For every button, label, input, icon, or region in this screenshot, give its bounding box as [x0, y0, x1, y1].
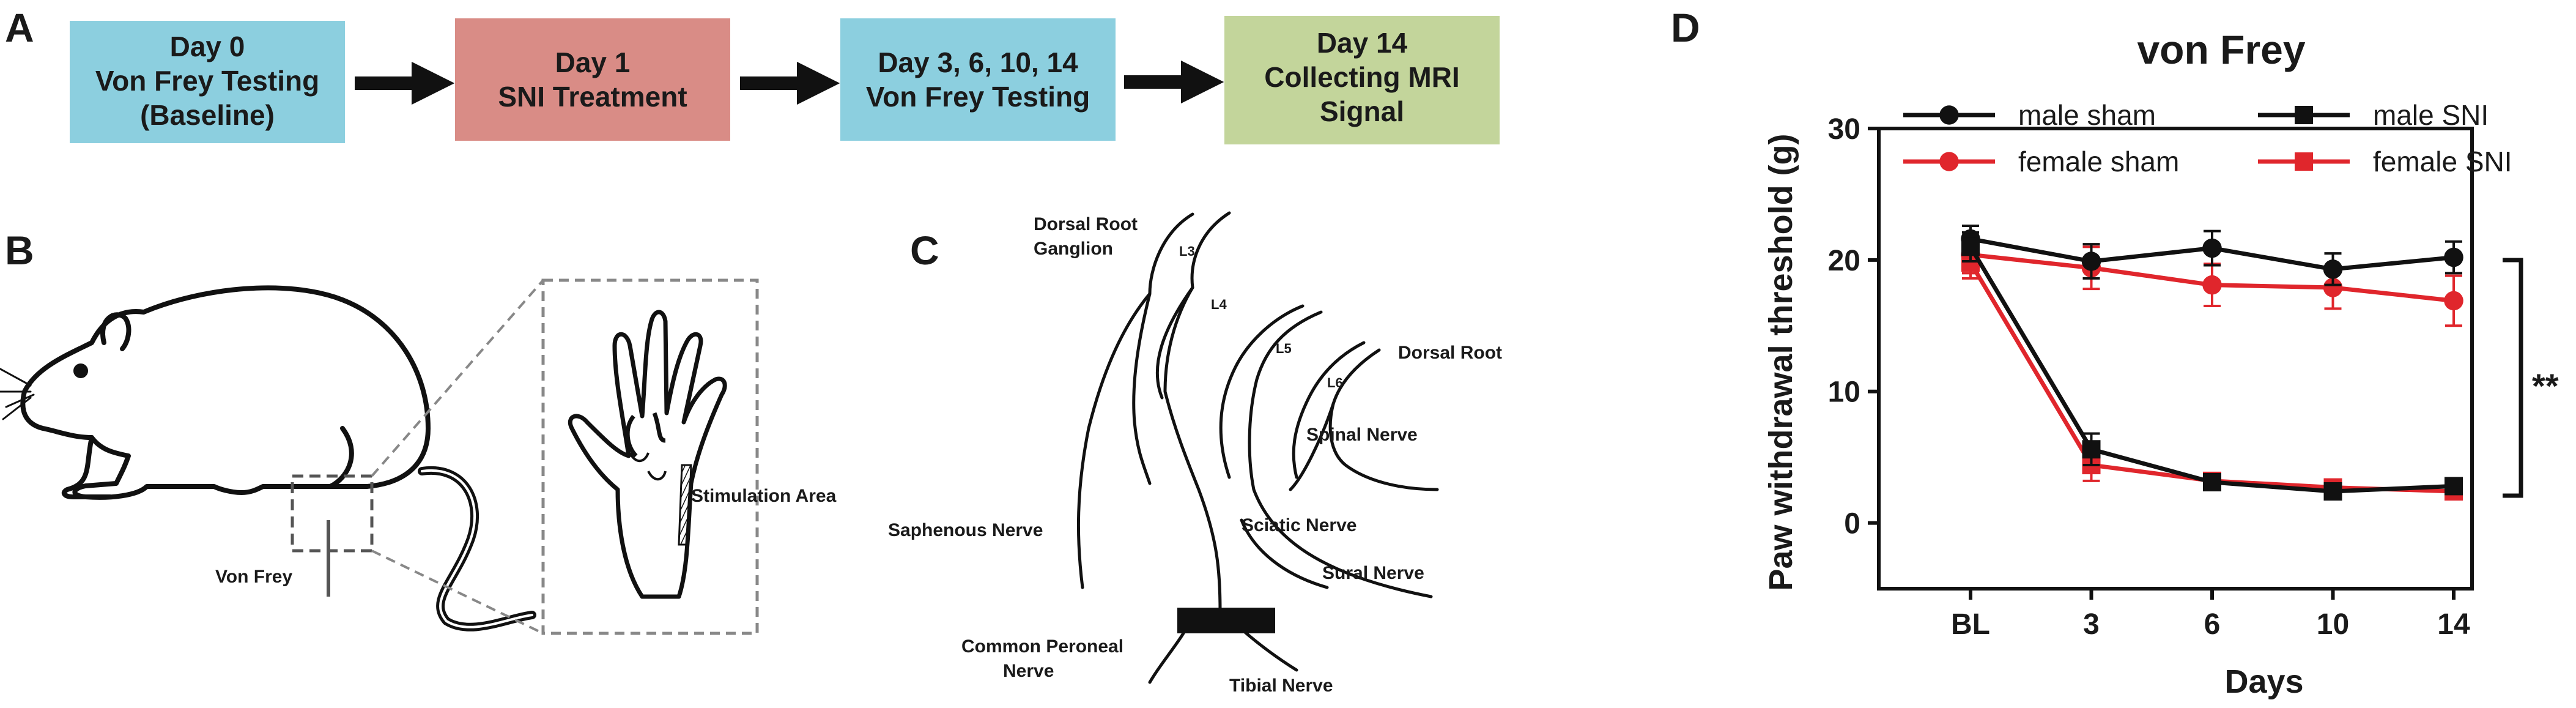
y-tick-label: 0	[1844, 508, 1860, 540]
x-axis-label: Days	[2224, 663, 2303, 700]
common-peroneal-nerve-label: Common Peroneal	[961, 636, 1123, 657]
legend-label: female sham	[2018, 146, 2179, 177]
timeline-step-line: Day 14	[1317, 27, 1408, 59]
von-frey-label: Von Frey	[215, 567, 292, 587]
spinal-nerve-label: Spinal Nerve	[1306, 425, 1418, 445]
data-point	[2444, 247, 2463, 267]
significance-bracket	[2503, 258, 2523, 498]
sciatic-nerve-label: Sciatic Nerve	[1242, 515, 1356, 535]
vertebra-label: L4	[1211, 297, 1227, 312]
paw-detail-box	[541, 278, 759, 635]
stimulation-area-label: Stimulation Area	[691, 486, 837, 506]
data-point	[2444, 291, 2463, 311]
timeline-step-box	[1224, 16, 1500, 144]
plot-frame	[1877, 127, 2474, 591]
legend-marker	[2295, 152, 2313, 171]
timeline-step-day0: Day 0 Von Frey Testing (Baseline)	[70, 21, 345, 143]
data-point	[2082, 440, 2101, 459]
timeline-step-line: Day 1	[555, 47, 631, 78]
vertebra-label: L6	[1327, 375, 1343, 390]
data-point	[2203, 472, 2221, 491]
data-point	[2445, 477, 2463, 496]
timeline-step-line: Signal	[1320, 95, 1404, 127]
data-point	[2323, 482, 2342, 501]
vertebra-label: L5	[1276, 341, 1292, 356]
timeline-step-line: SNI Treatment	[498, 81, 687, 113]
dorsal-root-ganglion-label: Ganglion	[1034, 239, 1113, 259]
y-tick-label: 30	[1828, 113, 1860, 146]
dorsal-root-label: Dorsal Root	[1398, 343, 1502, 363]
legend-entry: male sham	[1903, 99, 2156, 131]
timeline-step-box	[840, 18, 1116, 141]
x-tick-label: 14	[2437, 608, 2470, 641]
vertebra-label: L3	[1179, 244, 1195, 259]
tibial-nerve-label: Tibial Nerve	[1229, 676, 1333, 696]
rat-illustration	[0, 285, 536, 632]
timeline-step-box	[455, 18, 730, 141]
timeline-step-line: Collecting MRI	[1264, 61, 1459, 93]
timeline-step-day3-14: Day 3, 6, 10, 14 Von Frey Testing	[840, 18, 1116, 141]
x-tick-label: 6	[2204, 608, 2221, 641]
timeline-step-box	[70, 21, 345, 143]
timeline-step-day14: Day 14 Collecting MRI Signal	[1224, 16, 1500, 144]
legend-entry: male SNI	[2258, 99, 2489, 131]
y-axis-label: Paw withdrawal threshold (g)	[1763, 133, 1799, 591]
significance-label: **	[2532, 367, 2559, 405]
paw-illustration	[568, 310, 727, 599]
timeline-step-line: Von Frey Testing	[95, 65, 319, 97]
legend-marker	[1939, 105, 1959, 125]
legend-label: male sham	[2018, 99, 2156, 131]
zoom-connector	[371, 279, 544, 477]
chart-title: von Frey	[2137, 27, 2305, 72]
ligation-bar	[1177, 608, 1275, 633]
legend-entry: female SNI	[2258, 146, 2512, 177]
y-tick-label: 20	[1828, 245, 1860, 277]
x-tick-label: 3	[2083, 608, 2100, 641]
data-point	[2323, 259, 2343, 279]
x-tick-label: 10	[2317, 608, 2349, 641]
stimulation-area-patch	[678, 464, 692, 546]
panel-letter-c: C	[910, 228, 939, 273]
timeline-step-line: Von Frey Testing	[866, 81, 1090, 113]
saphenous-nerve-label: Saphenous Nerve	[888, 520, 1043, 540]
legend-marker	[2295, 106, 2313, 124]
panel-letter-a: A	[5, 5, 34, 50]
data-point	[2081, 252, 2101, 271]
data-point	[2202, 238, 2222, 258]
chart-legend: male sham male SNI female sham female SNI	[1903, 99, 2512, 177]
paw-zoom-box	[291, 474, 374, 553]
data-point	[2323, 278, 2343, 297]
timeline-step-line: (Baseline)	[140, 99, 275, 131]
legend-marker	[1939, 152, 1959, 171]
common-peroneal-nerve-label: Nerve	[1003, 661, 1054, 681]
legend-label: male SNI	[2373, 99, 2489, 131]
timeline-step-day1: Day 1 SNI Treatment	[455, 18, 730, 141]
legend-entry: female sham	[1903, 146, 2179, 177]
series-male-sham	[1961, 224, 2463, 286]
legend-label: female SNI	[2373, 146, 2512, 177]
timeline-step-line: Day 0	[170, 31, 245, 62]
nerve-diagram	[1076, 211, 1439, 684]
timeline-step-line: Day 3, 6, 10, 14	[878, 47, 1078, 78]
data-point	[1961, 237, 1980, 256]
y-tick-label: 10	[1828, 376, 1860, 409]
series-male-sni	[1961, 231, 2463, 501]
panel-letter-b: B	[5, 228, 34, 273]
sural-nerve-label: Sural Nerve	[1322, 563, 1424, 583]
dorsal-root-ganglion-label: Dorsal Root	[1034, 214, 1138, 234]
panel-letter-d: D	[1671, 5, 1700, 50]
data-point	[2202, 275, 2222, 295]
x-tick-label: BL	[1951, 608, 1990, 641]
chart-series	[1961, 224, 2463, 501]
